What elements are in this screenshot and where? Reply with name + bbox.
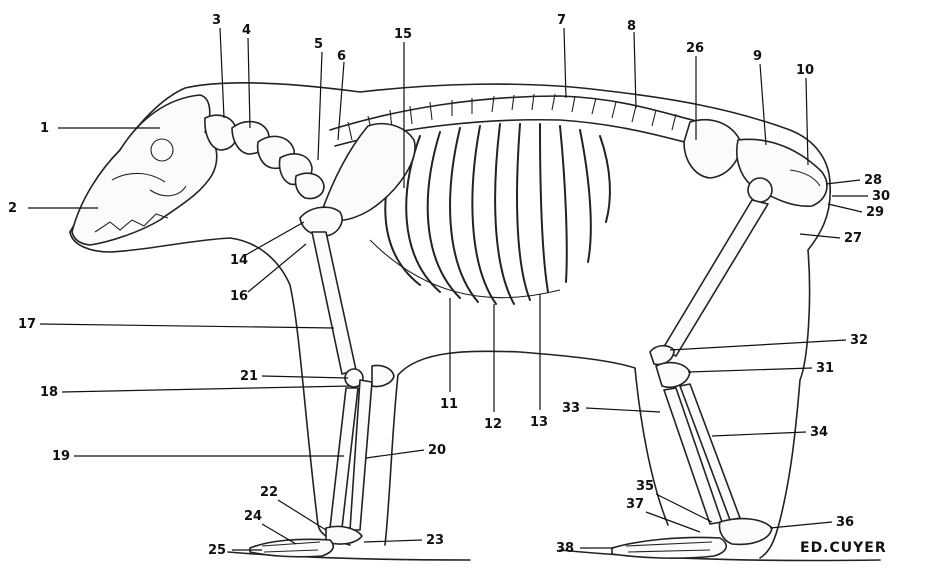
label-30: 30: [872, 189, 890, 204]
label-18: 18: [40, 385, 58, 400]
label-1: 1: [40, 121, 49, 136]
label-28: 28: [864, 173, 882, 188]
label-11: 11: [440, 397, 458, 412]
label-8: 8: [627, 19, 636, 34]
label-16: 16: [230, 289, 248, 304]
label-25: 25: [208, 543, 226, 558]
label-38: 38: [556, 541, 574, 556]
label-24: 24: [244, 509, 262, 524]
label-31: 31: [816, 361, 834, 376]
label-9: 9: [753, 49, 762, 64]
label-13: 13: [530, 415, 548, 430]
skull: [72, 95, 217, 245]
label-36: 36: [836, 515, 854, 530]
label-22: 22: [260, 485, 278, 500]
label-5: 5: [314, 37, 323, 52]
artist-signature: ED.CUYER: [800, 540, 887, 556]
shoulder-bones: [300, 124, 415, 387]
label-26: 26: [686, 41, 704, 56]
label-35: 35: [636, 479, 654, 494]
label-32: 32: [850, 333, 868, 348]
label-7: 7: [557, 13, 566, 28]
label-27: 27: [844, 231, 862, 246]
label-20: 20: [428, 443, 446, 458]
label-10: 10: [796, 63, 814, 78]
label-14: 14: [230, 253, 248, 268]
label-2: 2: [8, 201, 17, 216]
label-12: 12: [484, 417, 502, 432]
label-6: 6: [337, 49, 346, 64]
label-23: 23: [426, 533, 444, 548]
pelvis: [684, 120, 827, 206]
label-21: 21: [240, 369, 258, 384]
label-34: 34: [810, 425, 828, 440]
cervical-vertebrae: [205, 115, 324, 198]
label-33: 33: [562, 401, 580, 416]
label-19: 19: [52, 449, 70, 464]
label-37: 37: [626, 497, 644, 512]
label-4: 4: [242, 23, 251, 38]
label-3: 3: [212, 13, 221, 28]
label-29: 29: [866, 205, 884, 220]
label-17: 17: [18, 317, 36, 332]
label-15: 15: [394, 27, 412, 42]
